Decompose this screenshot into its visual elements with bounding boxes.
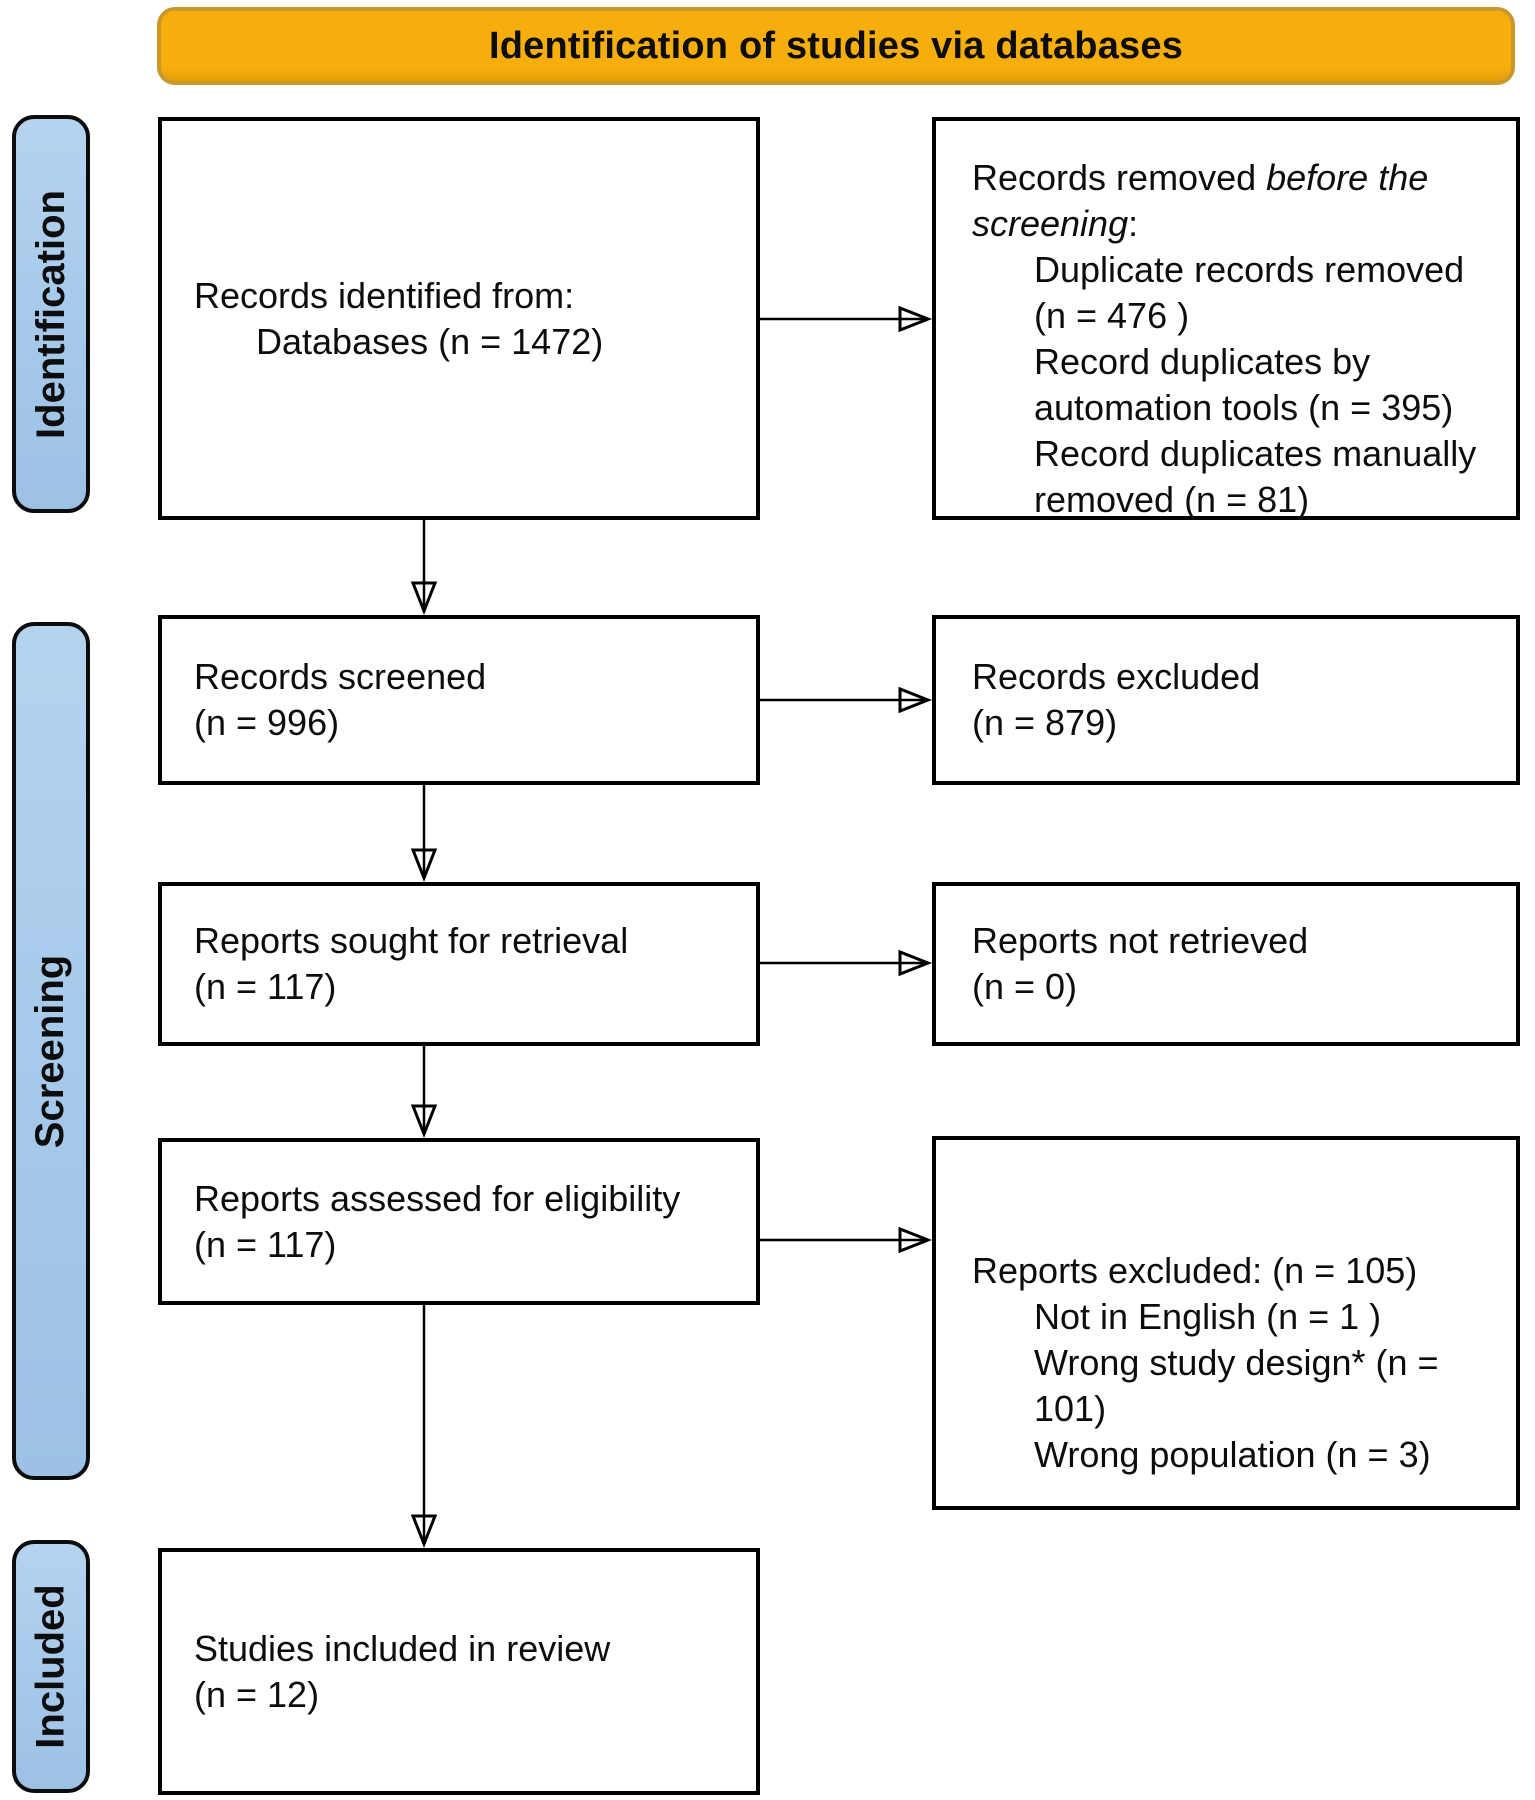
arrow-identified-to-screened — [410, 520, 438, 616]
box-text-line: Wrong population (n = 3) — [1034, 1434, 1431, 1475]
box-reports-not-retrieved: Reports not retrieved (n = 0) — [932, 882, 1520, 1046]
box-text-line: automation tools (n = 395) — [1034, 387, 1454, 428]
box-text-line: screening: — [972, 203, 1139, 244]
arrow-identified-to-removed — [760, 305, 933, 333]
box-text-line: Reports excluded: (n = 105) — [972, 1250, 1418, 1291]
box-text-line: Record duplicates by — [1034, 341, 1371, 382]
box-text-line: 101) — [1034, 1388, 1107, 1429]
box-text-line: Not in English (n = 1 ) — [1034, 1296, 1382, 1337]
box-studies-included: Studies included in review(n = 12) — [158, 1548, 760, 1795]
stage-text-included: Included — [28, 1584, 73, 1749]
box-records-identified: Records identified from:Databases (n = 1… — [158, 117, 760, 520]
arrow-sought-to-notretrieved — [760, 949, 933, 977]
arrow-assessed-to-reportsexcluded — [760, 1226, 933, 1254]
box-reports-excluded: Reports excluded: (n = 105) Not in Englis… — [932, 1136, 1520, 1510]
stage-text-screening: Screening — [28, 954, 73, 1148]
box-text-line: Wrong study design* (n = — [1034, 1342, 1439, 1383]
arrow-sought-to-assessed — [410, 1046, 438, 1139]
banner-title: Identification of studies via databases — [488, 24, 1184, 67]
stage-text-identification: Identification — [28, 189, 73, 439]
arrow-screened-to-excluded — [760, 686, 933, 714]
box-reports-sought: Reports sought for retrieval (n = 117) — [158, 882, 760, 1046]
box-text-line: (n = 117) — [194, 1223, 337, 1265]
box-text-line: Reports assessed for eligibility — [194, 1177, 681, 1219]
box-text-line: Record duplicates manually — [1034, 433, 1477, 474]
arrow-assessed-to-included — [410, 1305, 438, 1549]
box-text-line: Records excluded — [972, 656, 1261, 697]
box-text-line: Reports not retrieved — [972, 920, 1309, 961]
banner: Identification of studies via databases — [157, 7, 1515, 85]
box-text-line: (n = 879) — [972, 702, 1118, 743]
box-text-line: Duplicate records removed — [1034, 249, 1465, 290]
stage-label-screening: Screening — [12, 622, 90, 1480]
stage-label-included: Included — [12, 1540, 90, 1793]
box-text-line: (n = 996) — [194, 702, 340, 743]
box-text-line: (n = 476 ) — [1034, 295, 1190, 336]
box-text-line: Reports sought for retrieval — [194, 920, 629, 961]
box-records-screened: Records screened (n = 996) — [158, 615, 760, 785]
box-reports-assessed: Reports assessed for eligibility(n = 117… — [158, 1138, 760, 1305]
box-text-line: removed (n = 81) — [1034, 479, 1310, 520]
box-text-line: (n = 117) — [194, 966, 337, 1007]
box-text-line: Records screened — [194, 656, 487, 697]
box-text-line: Records removed before the — [972, 157, 1429, 198]
box-records-excluded: Records excluded (n = 879) — [932, 615, 1520, 785]
box-records-removed-before-screening: Records removed before the screening: Dupl… — [932, 117, 1520, 520]
box-text-line: Databases (n = 1472) — [256, 320, 604, 362]
box-text-line: (n = 0) — [972, 966, 1078, 1007]
stage-label-identification: Identification — [12, 115, 90, 513]
box-text-line: Records identified from: — [194, 274, 575, 316]
arrow-screened-to-sought — [410, 785, 438, 883]
box-text-line: Studies included in review — [194, 1627, 611, 1669]
box-text-line: (n = 12) — [194, 1673, 320, 1715]
